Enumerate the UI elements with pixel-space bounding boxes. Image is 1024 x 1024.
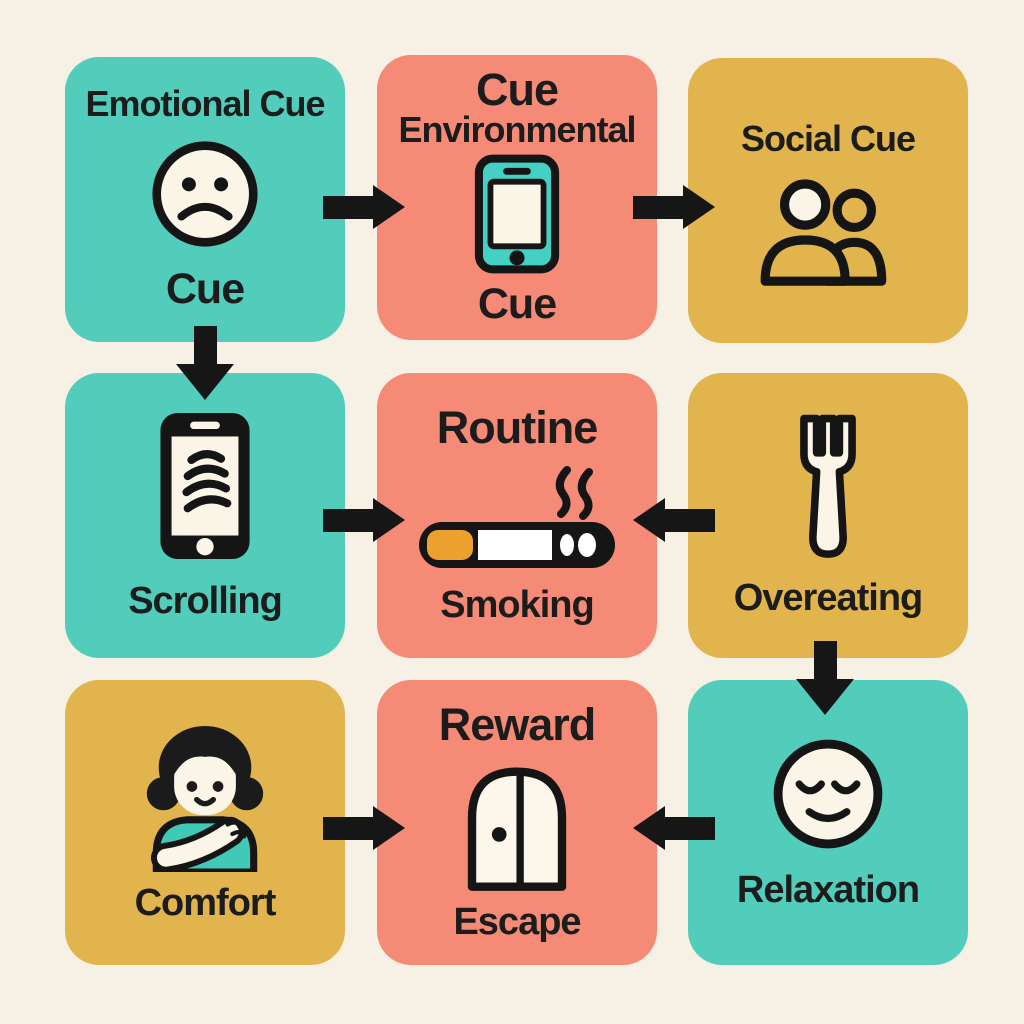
card-title-social-cue: Social Cue bbox=[740, 118, 916, 159]
relaxed-face-icon bbox=[767, 733, 889, 855]
card-routine: Routine Smoking bbox=[377, 373, 657, 658]
arrow-left-overeating-to-routine bbox=[633, 498, 715, 542]
card-label-cue: Cue bbox=[165, 264, 245, 313]
card-label-escape: Escape bbox=[453, 900, 581, 943]
card-title-emotional-cue: Emotional Cue bbox=[85, 83, 325, 125]
card-environmental-cue: Cue Environmental Cue bbox=[377, 55, 657, 340]
card-title-reward: Reward bbox=[438, 699, 597, 751]
arrow-right-environmental-to-social bbox=[633, 185, 715, 229]
arrow-right-comfort-to-reward bbox=[323, 806, 405, 850]
card-reward: Reward Escape bbox=[377, 680, 657, 965]
card-label-relaxation: Relaxation bbox=[736, 869, 920, 911]
card-label-comfort: Comfort bbox=[134, 882, 277, 924]
card-overeating: Overeating bbox=[688, 373, 968, 658]
two-people-icon bbox=[753, 176, 903, 288]
arrow-down-overeating-to-relaxation bbox=[796, 641, 854, 715]
smartphone-icon bbox=[473, 154, 561, 274]
card-comfort: Comfort bbox=[65, 680, 345, 965]
cigarette-icon bbox=[411, 462, 623, 574]
card-label-overeating: Overeating bbox=[733, 577, 924, 619]
card-title-cue: Cue bbox=[475, 64, 559, 116]
self-hug-icon bbox=[126, 720, 284, 872]
card-label-cue: Cue bbox=[477, 279, 557, 328]
card-social-cue: Social Cue bbox=[688, 58, 968, 343]
fork-icon bbox=[782, 411, 874, 563]
arrow-right-emotional-to-environmental bbox=[323, 185, 405, 229]
card-title-routine: Routine bbox=[436, 402, 598, 454]
phone-scrolling-icon bbox=[153, 408, 257, 564]
card-label-scrolling: Scrolling bbox=[128, 580, 283, 622]
card-relaxation: Relaxation bbox=[688, 680, 968, 965]
arrow-down-emotional-to-scrolling bbox=[176, 326, 234, 400]
sad-face-icon bbox=[146, 135, 264, 253]
arrow-left-relaxation-to-reward bbox=[633, 806, 715, 850]
card-scrolling: Scrolling bbox=[65, 373, 345, 658]
card-emotional-cue: Emotional Cue Cue bbox=[65, 57, 345, 342]
door-icon bbox=[459, 757, 575, 893]
arrow-right-scrolling-to-routine bbox=[323, 498, 405, 542]
card-label-smoking: Smoking bbox=[440, 583, 594, 626]
card-subtitle-environmental: Environmental bbox=[398, 108, 636, 150]
